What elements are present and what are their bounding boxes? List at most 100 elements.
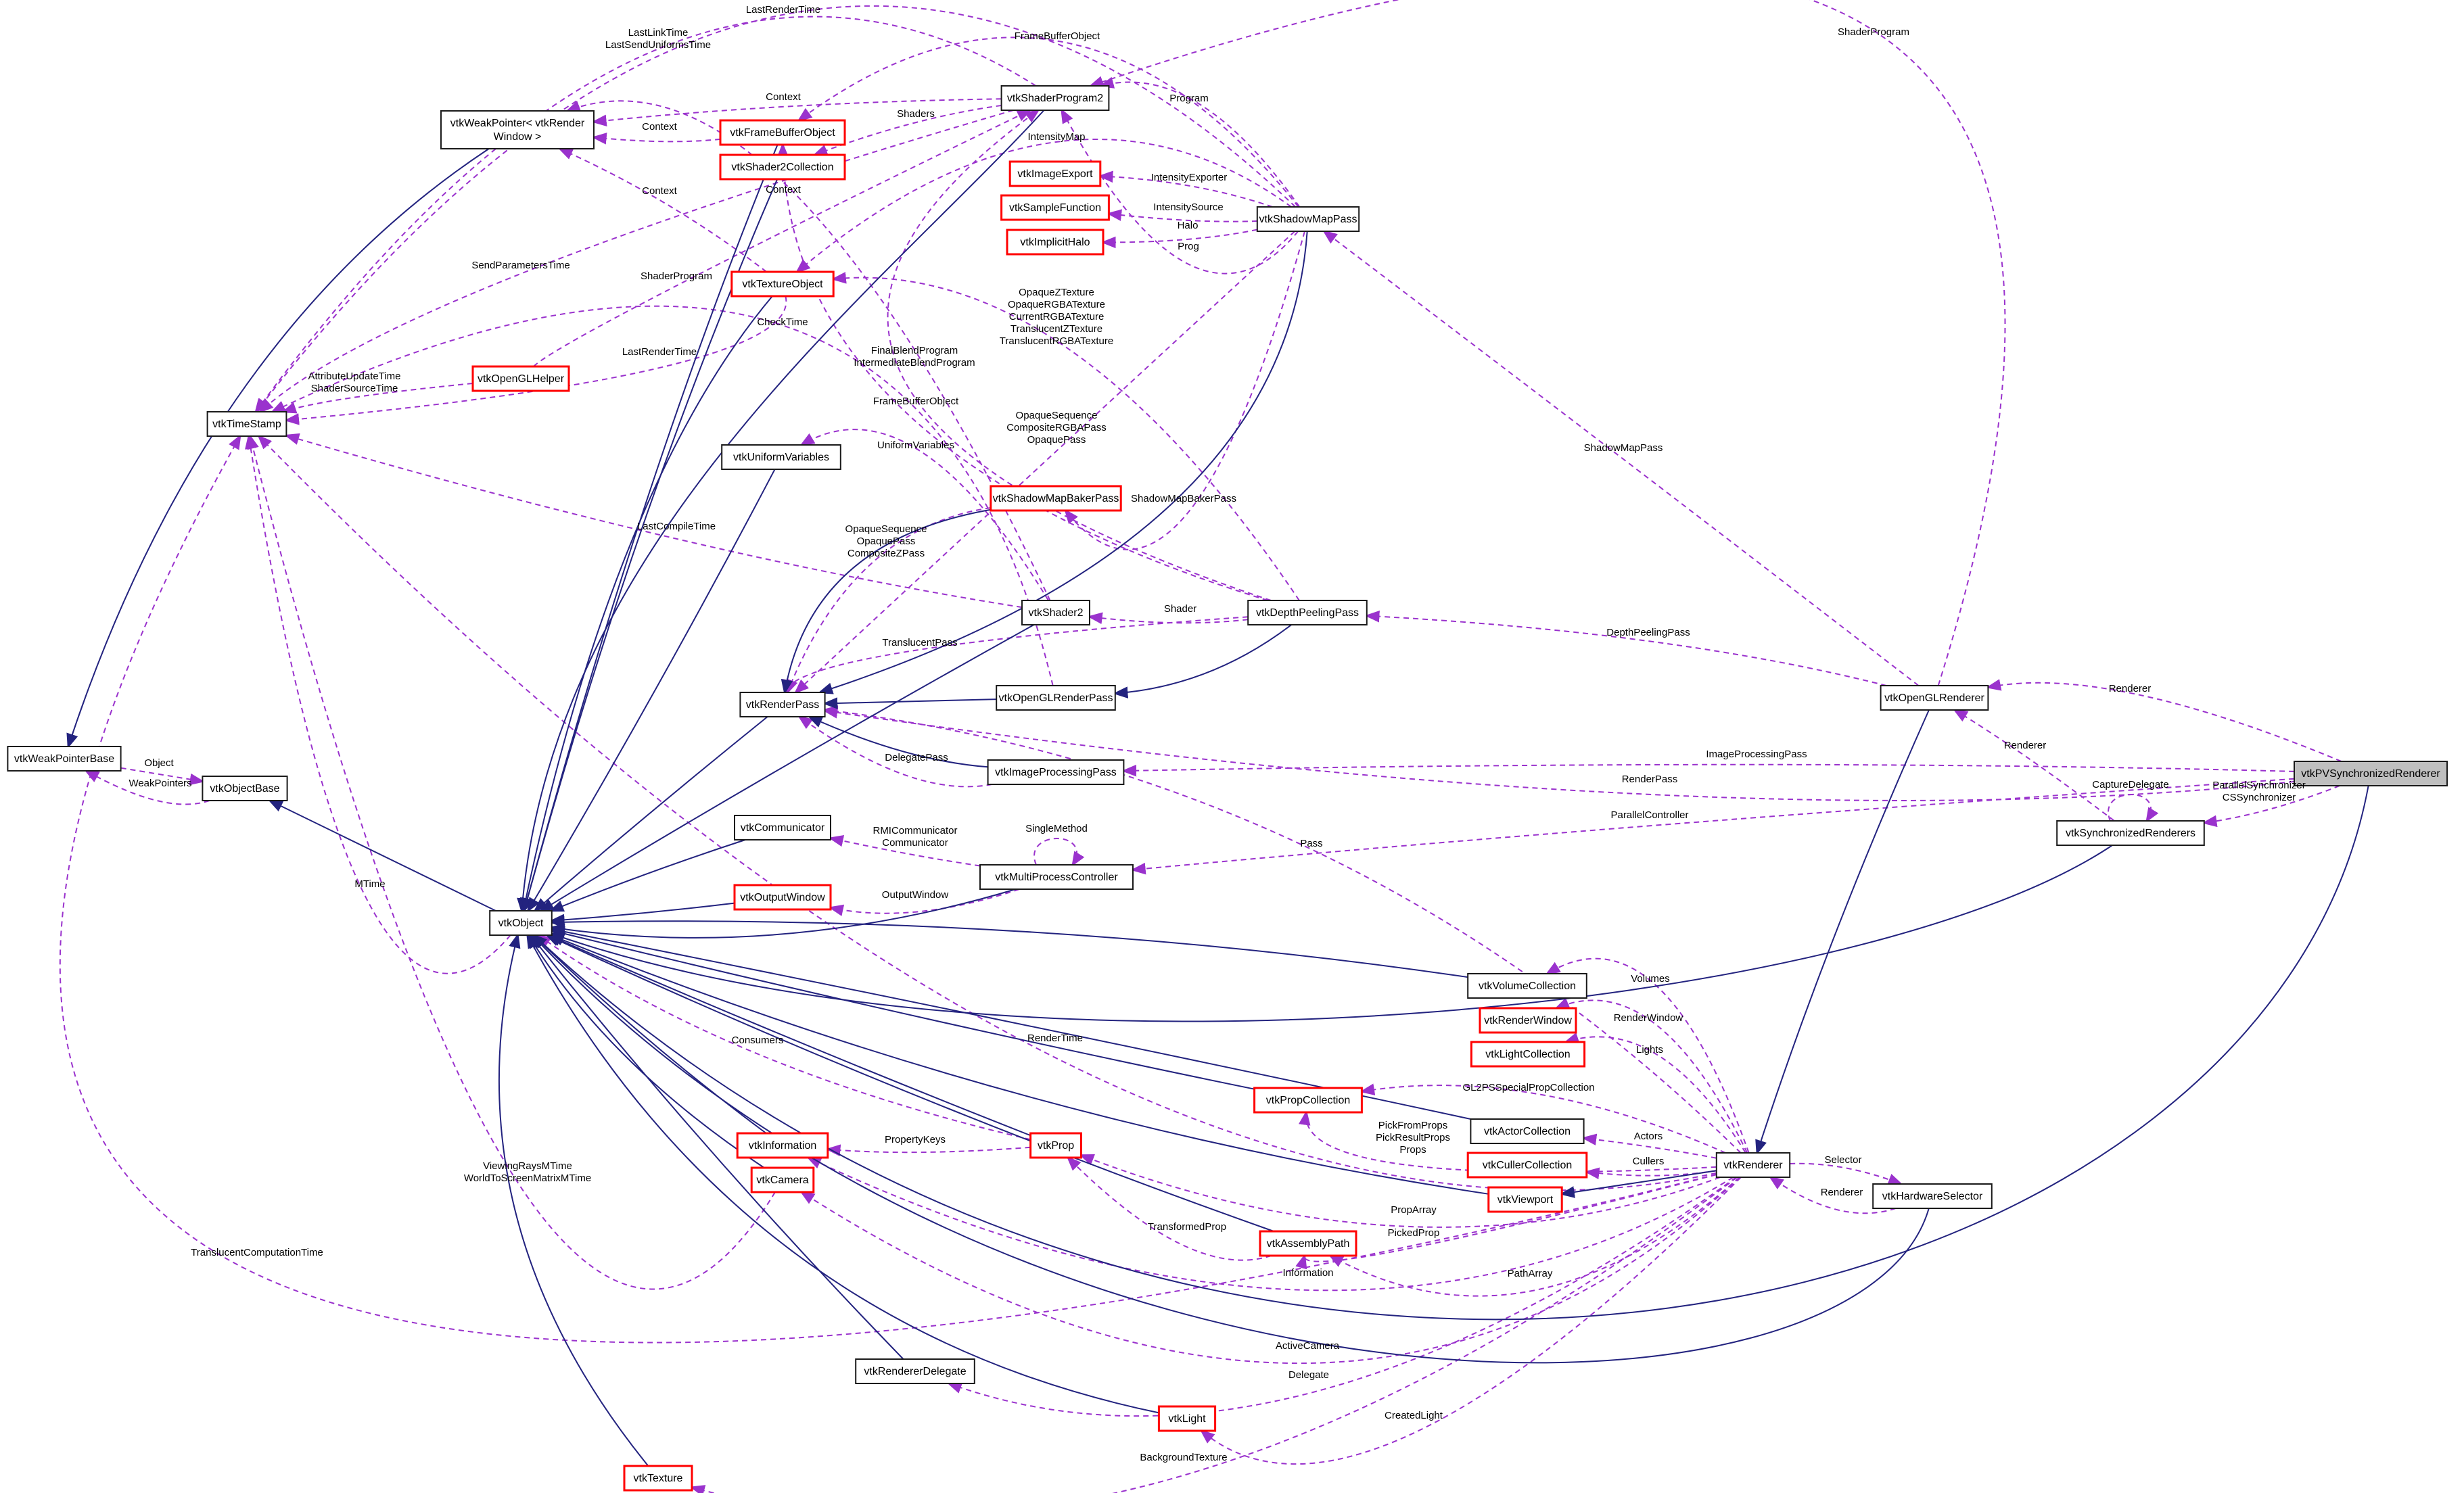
class-node-vtkImageProcessingPass[interactable]: vtkImageProcessingPass xyxy=(987,759,1125,785)
class-node-vtkOpenGLHelper[interactable]: vtkOpenGLHelper xyxy=(471,365,570,392)
class-node-box[interactable] xyxy=(1253,1087,1363,1114)
class-node-box[interactable] xyxy=(471,365,570,392)
class-node-box[interactable] xyxy=(1000,85,1110,111)
class-node-box[interactable] xyxy=(739,692,826,717)
class-node-vtkObjectBase[interactable]: vtkObjectBase xyxy=(202,776,288,801)
class-node-vtkCamera[interactable]: vtkCamera xyxy=(750,1166,815,1193)
class-node-label: vtkImageExport xyxy=(1017,168,1093,180)
class-node-box[interactable] xyxy=(734,815,831,840)
class-node-box[interactable] xyxy=(440,110,595,149)
class-node-vtkShadowMapPass[interactable]: vtkShadowMapPass xyxy=(1256,206,1360,232)
class-node-box[interactable] xyxy=(2056,820,2205,846)
edge-label-text: LastSendUniformsTime xyxy=(605,39,711,51)
class-node-vtkShadowMapBakerPass[interactable]: vtkShadowMapBakerPass xyxy=(990,485,1122,512)
class-node-vtkOpenGLRenderer[interactable]: vtkOpenGLRenderer xyxy=(1880,685,1989,711)
class-node-box[interactable] xyxy=(7,746,122,772)
class-node-vtkProp[interactable]: vtkProp xyxy=(1029,1132,1082,1159)
class-node-box[interactable] xyxy=(719,153,846,181)
class-node-box[interactable] xyxy=(736,1132,829,1159)
class-node-vtkHardwareSelector[interactable]: vtkHardwareSelector xyxy=(1872,1183,1993,1209)
class-node-vtkShader2Collection[interactable]: vtkShader2Collection xyxy=(719,153,846,181)
class-node-vtkRenderer[interactable]: vtkRenderer xyxy=(1715,1152,1791,1178)
class-node-box[interactable] xyxy=(1256,206,1360,232)
edge-label-text: PathArray xyxy=(1508,1268,1553,1279)
class-node-vtkInformation[interactable]: vtkInformation xyxy=(736,1132,829,1159)
class-node-box[interactable] xyxy=(1872,1183,1993,1209)
edge-label-text: Renderer xyxy=(2004,740,2047,751)
class-node-vtkFrameBufferObject[interactable]: vtkFrameBufferObject xyxy=(719,119,846,146)
edge-vtkTexture-vtkObject xyxy=(498,932,649,1467)
class-node-vtkShader2[interactable]: vtkShader2 xyxy=(1021,600,1090,625)
class-node-vtkWeakPointerRenderWindow[interactable]: vtkWeakPointer< vtkRenderWindow > xyxy=(440,110,595,149)
class-node-vtkTexture[interactable]: vtkTexture xyxy=(623,1465,693,1492)
class-node-box[interactable] xyxy=(1880,685,1989,711)
class-node-box[interactable] xyxy=(721,444,841,470)
class-node-vtkRendererDelegate[interactable]: vtkRendererDelegate xyxy=(855,1358,975,1384)
class-node-box[interactable] xyxy=(1259,1230,1357,1257)
class-node-vtkVolumeCollection[interactable]: vtkVolumeCollection xyxy=(1467,973,1587,999)
class-node-box[interactable] xyxy=(623,1465,693,1492)
class-node-box[interactable] xyxy=(750,1166,815,1193)
class-node-box[interactable] xyxy=(855,1358,975,1384)
class-node-box[interactable] xyxy=(206,411,287,437)
class-node-box[interactable] xyxy=(202,776,288,801)
class-node-vtkViewport[interactable]: vtkViewport xyxy=(1487,1186,1563,1213)
class-node-box[interactable] xyxy=(1006,229,1105,256)
edge-vtkOpenGLRenderer-vtkRenderer xyxy=(1755,709,1930,1156)
class-node-box[interactable] xyxy=(987,759,1125,785)
class-node-box[interactable] xyxy=(1000,194,1110,221)
edge-label-UniformVariables: UniformVariables xyxy=(877,440,954,451)
class-node-vtkPVSynchronizedRenderer[interactable]: vtkPVSynchronizedRenderer xyxy=(2294,761,2448,786)
class-node-box[interactable] xyxy=(2294,761,2448,786)
class-node-box[interactable] xyxy=(1715,1152,1791,1178)
class-node-box[interactable] xyxy=(489,910,553,936)
class-node-box[interactable] xyxy=(1247,600,1368,625)
class-node-vtkDepthPeelingPass[interactable]: vtkDepthPeelingPass xyxy=(1247,600,1368,625)
class-node-box[interactable] xyxy=(1021,600,1090,625)
edge-label-text: Actors xyxy=(1634,1131,1663,1142)
class-node-vtkLightCollection[interactable]: vtkLightCollection xyxy=(1470,1041,1586,1068)
class-node-vtkRenderPass[interactable]: vtkRenderPass xyxy=(739,692,826,717)
class-node-vtkImageExport[interactable]: vtkImageExport xyxy=(1008,160,1102,187)
class-node-vtkRenderWindow[interactable]: vtkRenderWindow xyxy=(1479,1007,1577,1034)
class-node-vtkMultiProcessController[interactable]: vtkMultiProcessController xyxy=(979,864,1134,890)
edge-label-Program: Program xyxy=(1169,93,1209,104)
class-node-box[interactable] xyxy=(1470,1041,1586,1068)
inheritance-edge xyxy=(526,933,1159,1414)
edge-label-text: BackgroundTexture xyxy=(1140,1452,1227,1463)
class-node-box[interactable] xyxy=(996,685,1116,711)
class-node-vtkSynchronizedRenderers[interactable]: vtkSynchronizedRenderers xyxy=(2056,820,2205,846)
class-node-box[interactable] xyxy=(1487,1186,1563,1213)
class-node-vtkWeakPointerBase[interactable]: vtkWeakPointerBase xyxy=(7,746,122,772)
class-node-vtkImplicitHalo[interactable]: vtkImplicitHalo xyxy=(1006,229,1105,256)
class-node-box[interactable] xyxy=(719,119,846,146)
edge-label-text: PropArray xyxy=(1391,1204,1437,1216)
class-node-vtkCullerCollection[interactable]: vtkCullerCollection xyxy=(1466,1152,1588,1179)
class-node-vtkOpenGLRenderPass[interactable]: vtkOpenGLRenderPass xyxy=(996,685,1116,711)
class-node-box[interactable] xyxy=(1008,160,1102,187)
class-node-box[interactable] xyxy=(1470,1118,1585,1144)
class-node-box[interactable] xyxy=(733,884,832,911)
class-node-vtkAssemblyPath[interactable]: vtkAssemblyPath xyxy=(1259,1230,1357,1257)
class-node-vtkShaderProgram2[interactable]: vtkShaderProgram2 xyxy=(1000,85,1110,111)
class-node-vtkObject[interactable]: vtkObject xyxy=(489,910,553,936)
class-node-vtkUniformVariables[interactable]: vtkUniformVariables xyxy=(721,444,841,470)
edge-vtkOpenGLRenderer-vtkShaderProgram2 xyxy=(1088,0,2006,686)
class-node-box[interactable] xyxy=(1466,1152,1588,1179)
class-node-vtkPropCollection[interactable]: vtkPropCollection xyxy=(1253,1087,1363,1114)
class-node-box[interactable] xyxy=(990,485,1122,512)
class-node-box[interactable] xyxy=(1467,973,1587,999)
class-node-vtkOutputWindow[interactable]: vtkOutputWindow xyxy=(733,884,832,911)
class-node-vtkTimeStamp[interactable]: vtkTimeStamp xyxy=(206,411,287,437)
class-node-box[interactable] xyxy=(1029,1132,1082,1159)
class-node-box[interactable] xyxy=(1479,1007,1577,1034)
class-node-vtkTextureObject[interactable]: vtkTextureObject xyxy=(730,270,835,298)
class-node-vtkLight[interactable]: vtkLight xyxy=(1157,1405,1217,1432)
class-node-box[interactable] xyxy=(730,270,835,298)
class-node-vtkSampleFunction[interactable]: vtkSampleFunction xyxy=(1000,194,1110,221)
class-node-vtkActorCollection[interactable]: vtkActorCollection xyxy=(1470,1118,1585,1144)
class-node-box[interactable] xyxy=(979,864,1134,890)
class-node-box[interactable] xyxy=(1157,1405,1217,1432)
class-node-vtkCommunicator[interactable]: vtkCommunicator xyxy=(734,815,831,840)
inheritance-edge xyxy=(498,932,649,1467)
